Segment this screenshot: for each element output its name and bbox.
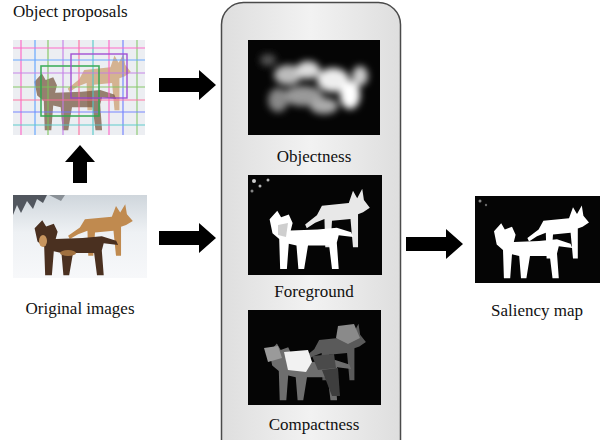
foreground-map-part [278,223,288,237]
proposals-image-part-part [13,47,145,48]
original-photo-part [35,220,119,275]
foreground-map [248,175,382,275]
foreground-map-part [270,211,354,269]
original-photo-part [39,235,47,247]
compactness-map-part [264,346,282,362]
objectness-map-part [260,54,368,114]
objectness-map-part [248,40,380,135]
feature-map: Compactness [243,306,385,438]
compactness-map-part [269,343,351,400]
objectness-map-part-part [296,61,320,79]
image-panel: Saliency map [468,192,606,324]
feature-group-panel [222,3,401,440]
proposals-image-part-part [13,124,145,125]
proposals-image-part-part [71,54,127,98]
compactness-map-part [336,324,360,344]
saliency-map-part [485,204,487,206]
foreground-map-part [248,175,382,275]
node-label: Object proposals [13,2,128,22]
original-photo-part [60,250,76,256]
objectness-map-part-part [268,88,288,112]
compactness-map-part [248,310,381,405]
node-label: Compactness [269,415,360,435]
original-photo-part [49,195,65,201]
foreground-map-part [259,185,262,188]
proposals-image-part [13,40,145,135]
feature-group: ObjectnessForegroundCompactness [221,2,401,440]
compactness-map [248,310,381,405]
original-photo-part [13,195,147,278]
proposals-image-part [13,40,145,135]
feature-map: Objectness [243,34,385,170]
proposals-image-part-part [13,86,145,87]
image-panel: Original images [6,188,154,322]
proposals-image-part-part [13,99,145,100]
saliency-map-part [479,200,482,203]
feature-map: Foreground [243,171,385,305]
proposals-image-part [34,73,116,130]
compactness-map-part [312,354,336,370]
saliency-map-part [494,223,572,278]
node-label: Original images [25,299,134,319]
objectness-map-part-part [260,54,276,66]
compactness-map-part [284,350,312,372]
original-photo-part [13,195,47,215]
proposals-image-part-part [13,111,145,112]
block-arrow [159,70,216,100]
block-arrow [159,223,216,253]
foreground-map-part [251,190,254,193]
proposals-image-part-part [41,66,99,116]
original-photo [13,195,147,278]
node-label: Saliency map [491,301,583,321]
objectness-map-part-part [310,98,338,114]
foreground-map-part [267,179,270,182]
compactness-map-part [322,368,340,396]
proposals-image-part-part [13,59,145,60]
block-arrow [406,229,463,259]
proposals-image [13,40,145,135]
proposals-image-part-part [13,72,145,73]
foreground-map-part [252,179,256,183]
block-arrow [65,145,95,183]
saliency-map-part [475,196,600,283]
objectness-map-part-part [352,66,368,86]
saliency-map [475,196,600,283]
node-label: Foreground [274,282,353,302]
node-label: Objectness [277,147,352,167]
image-panel: Object proposals [6,0,154,140]
objectness-map [248,40,380,135]
